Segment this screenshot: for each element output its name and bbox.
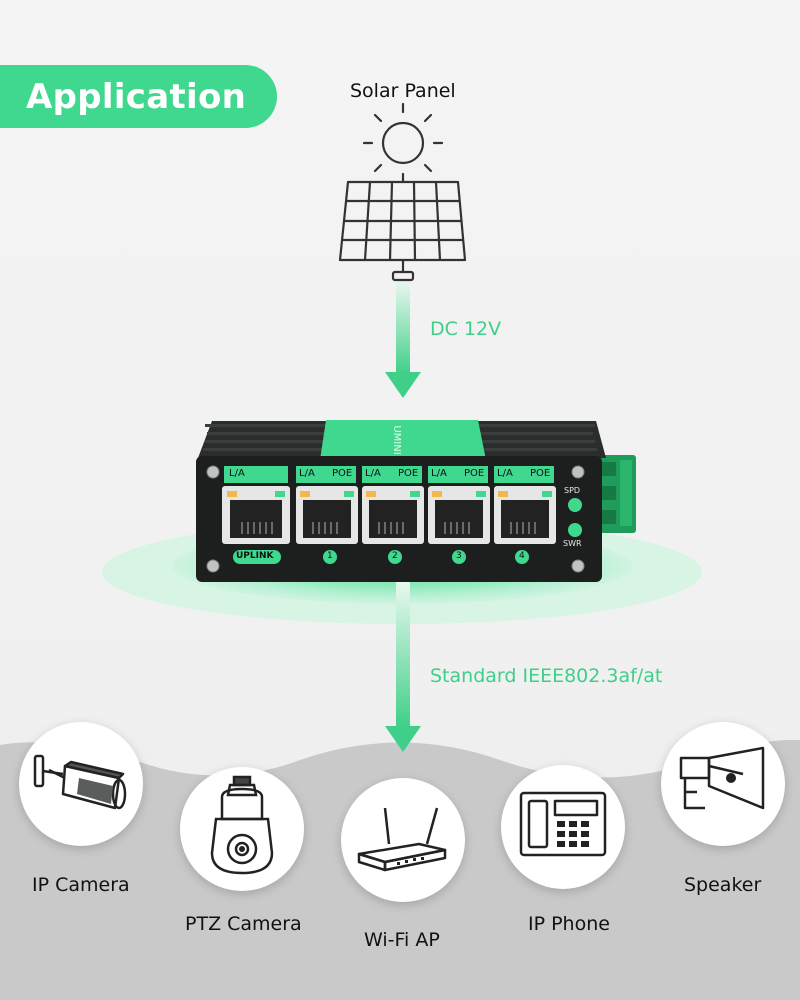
arrow-bottom-head bbox=[385, 726, 421, 752]
page-title: Application bbox=[26, 76, 247, 117]
wifi-ap-label: Wi-Fi AP bbox=[364, 929, 440, 951]
power-terminal-block bbox=[598, 455, 636, 533]
device-ptz-camera bbox=[180, 767, 304, 891]
ethernet-ports bbox=[222, 486, 556, 544]
switch-brand: UMINI bbox=[391, 425, 402, 454]
sun-icon bbox=[362, 102, 444, 184]
screw-icon bbox=[206, 465, 585, 573]
dc-voltage-label: DC 12V bbox=[430, 318, 502, 340]
application-banner: Application bbox=[0, 65, 277, 128]
swr-led bbox=[568, 523, 582, 537]
arrow-bottom-shaft bbox=[396, 582, 410, 728]
heatsink-top: UMINI bbox=[198, 420, 606, 460]
poe-standard-label: Standard IEEE802.3af/at bbox=[430, 665, 663, 687]
arrow-top-head bbox=[385, 372, 421, 398]
device-ip-camera bbox=[19, 722, 143, 846]
ip-phone-label: IP Phone bbox=[528, 913, 610, 935]
device-wifi-ap bbox=[341, 778, 465, 902]
device-ip-phone bbox=[501, 765, 625, 889]
ip-camera-label: IP Camera bbox=[32, 874, 130, 896]
speaker-label: Speaker bbox=[684, 874, 762, 896]
speaker-icon bbox=[679, 746, 765, 810]
solar-panel-icon bbox=[338, 180, 467, 282]
device-speaker bbox=[661, 722, 785, 846]
arrow-top-shaft bbox=[396, 282, 410, 374]
router-icon bbox=[357, 807, 447, 872]
ptz-camera-icon bbox=[210, 775, 274, 875]
phone-icon bbox=[519, 791, 607, 857]
solar-panel-label: Solar Panel bbox=[350, 80, 456, 102]
spd-led bbox=[568, 498, 582, 512]
ptz-camera-label: PTZ Camera bbox=[185, 913, 302, 935]
ip-camera-icon bbox=[33, 754, 127, 810]
